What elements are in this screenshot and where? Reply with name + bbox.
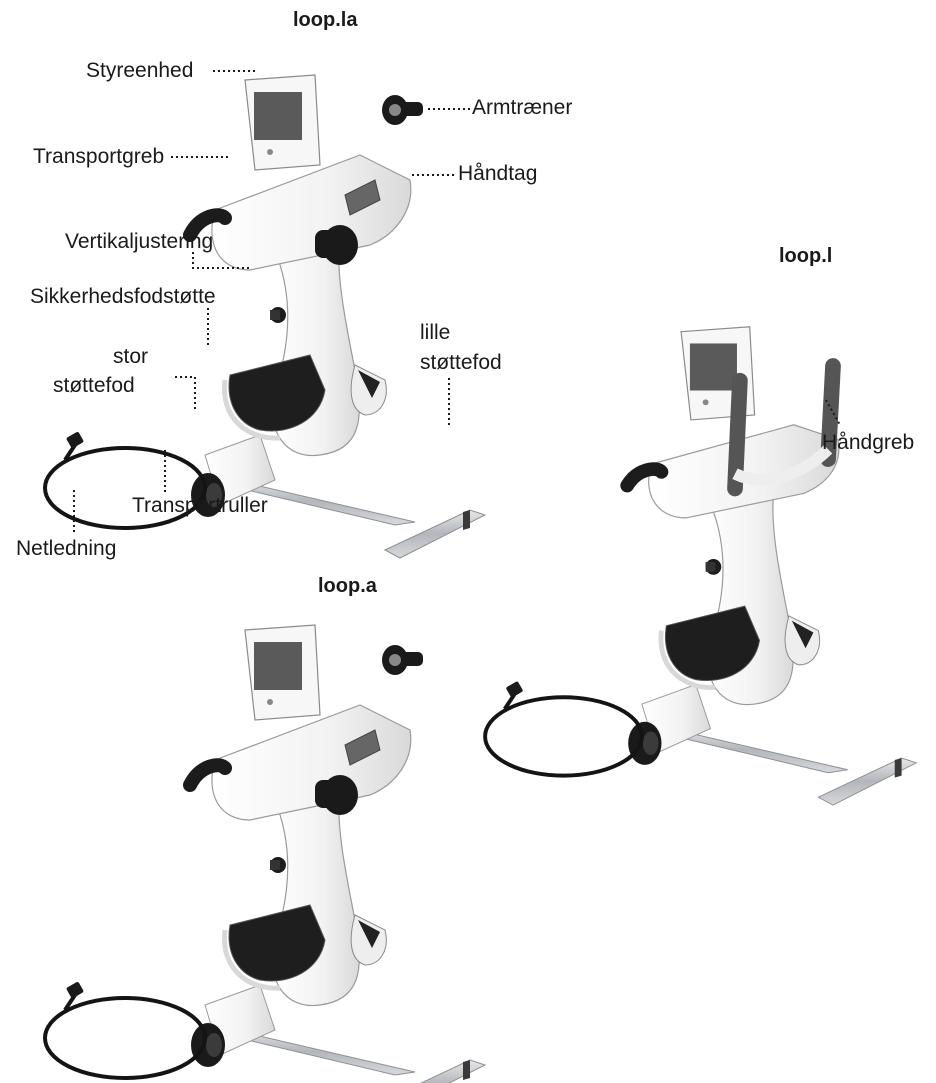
label-netledning: Netledning — [16, 537, 116, 561]
label-lille-line2: støttefod — [420, 351, 502, 375]
bike-loop-a — [45, 625, 485, 1083]
title-loop-l: loop.l — [779, 244, 832, 268]
title-loop-la: loop.la — [293, 8, 357, 32]
bike-loop-l — [485, 327, 916, 805]
label-stor-line1: stor — [113, 345, 148, 369]
label-armtraener: Armtræner — [472, 96, 572, 120]
title-loop-a: loop.a — [318, 574, 377, 598]
label-lille-line1: lille — [420, 321, 450, 345]
label-vertikaljustering: Vertikaljustering — [65, 230, 213, 254]
label-sikkerhedsfodstotte: Sikkerhedsfodstøtte — [30, 285, 216, 309]
label-haandtag: Håndtag — [458, 162, 537, 186]
label-transportruller: Transportruller — [132, 494, 268, 518]
label-transportgreb: Transportgreb — [33, 145, 164, 169]
label-styreenhed: Styreenhed — [86, 59, 193, 83]
label-haandgreb: Håndgreb — [822, 431, 914, 455]
label-stor-line2: støttefod — [53, 374, 135, 398]
